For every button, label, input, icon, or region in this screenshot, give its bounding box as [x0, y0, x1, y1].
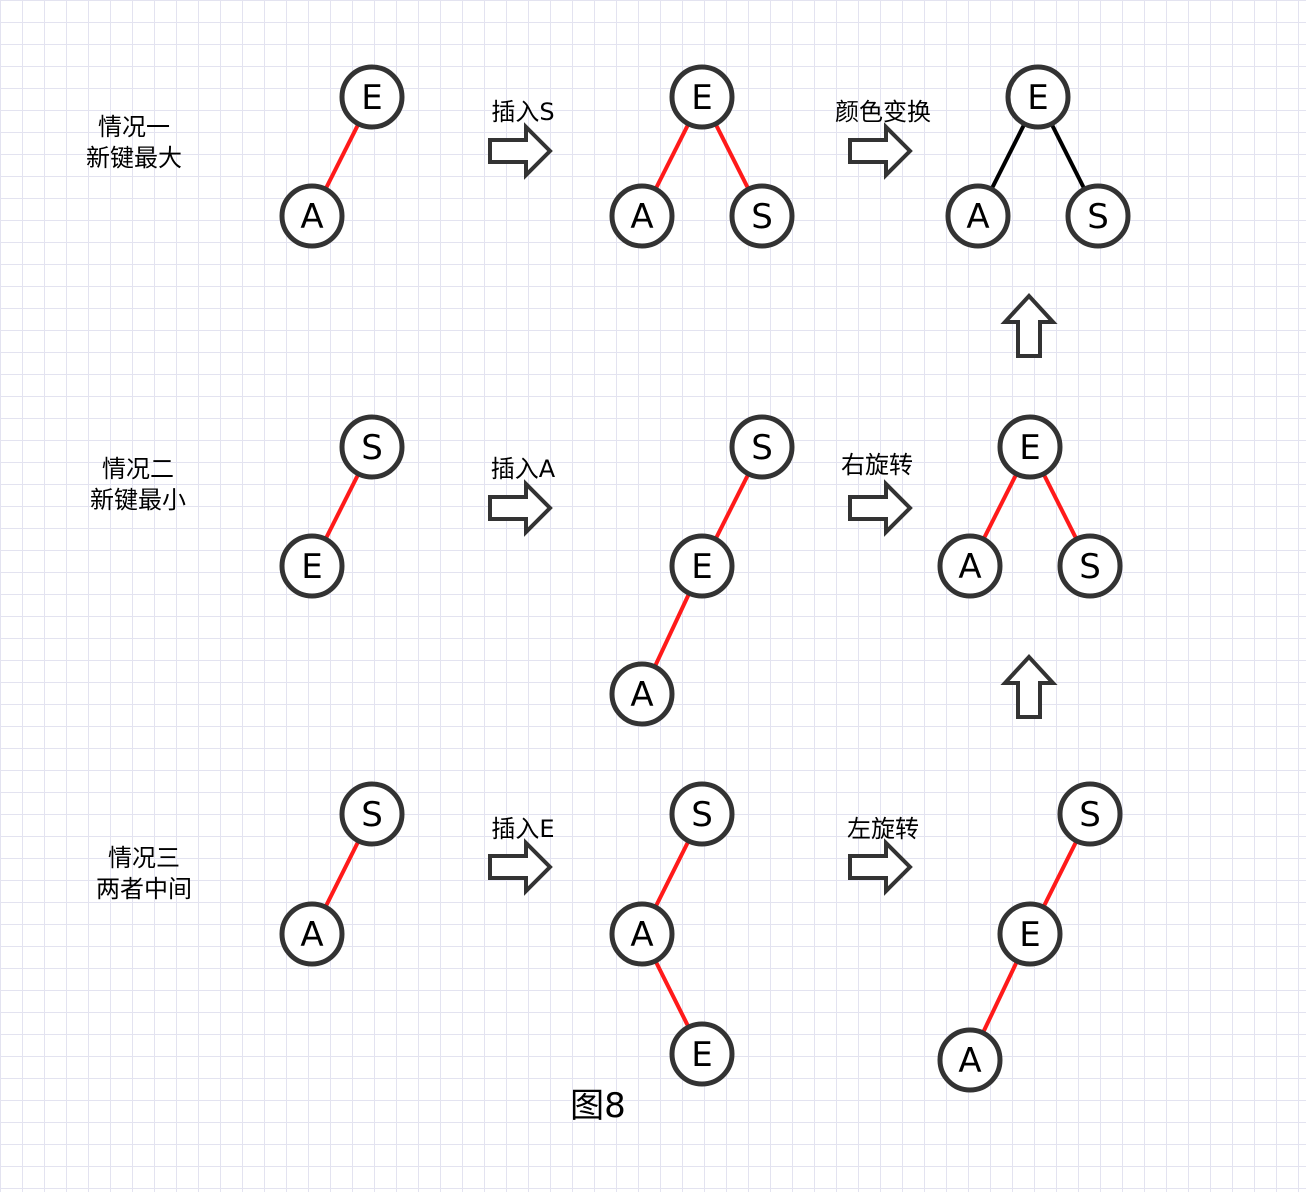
tree-node-s: S — [729, 414, 795, 480]
node-key: A — [300, 197, 323, 237]
case-label-2: 情况二 新键最小 — [90, 455, 186, 514]
case-label-1: 情况一 新键最大 — [86, 113, 182, 172]
case-label-1-line2: 新键最大 — [86, 144, 182, 172]
node-key: S — [751, 428, 773, 468]
tree-node-a: A — [937, 533, 1003, 599]
step-label-insert-a: 插入A — [491, 455, 556, 483]
node-key: S — [1087, 197, 1109, 237]
tree-node-s: S — [1065, 183, 1131, 249]
node-key: S — [1079, 547, 1101, 587]
step-label-insert-e: 插入E — [491, 815, 554, 843]
step-label-insert-s: 插入S — [491, 98, 554, 126]
node-key: E — [301, 547, 322, 587]
tree-node-s: S — [669, 781, 735, 847]
node-key: S — [751, 197, 773, 237]
tree-node-e: E — [669, 1021, 735, 1087]
node-key: E — [1027, 78, 1048, 118]
case-label-3: 情况三 两者中间 — [96, 844, 192, 903]
tree-node-a: A — [937, 1027, 1003, 1093]
tree-node-a: A — [609, 183, 675, 249]
right-arrow-icon — [848, 479, 913, 537]
tree-node-e: E — [339, 64, 405, 130]
step-label-rotate-right: 右旋转 — [841, 451, 913, 479]
tree-node-e: E — [997, 414, 1063, 480]
tree-node-s: S — [729, 183, 795, 249]
node-key: A — [966, 197, 989, 237]
case-label-3-line2: 两者中间 — [96, 875, 192, 903]
node-key: A — [630, 915, 653, 955]
tree-node-s: S — [1057, 533, 1123, 599]
tree-node-a: A — [945, 183, 1011, 249]
node-key: S — [691, 795, 713, 835]
tree-node-e: E — [669, 64, 735, 130]
node-key: S — [361, 795, 383, 835]
right-arrow-icon — [488, 122, 553, 180]
node-key: A — [300, 915, 323, 955]
node-key: E — [361, 78, 382, 118]
case-label-2-line1: 情况二 — [102, 455, 174, 483]
tree-node-a: A — [609, 661, 675, 727]
right-arrow-icon — [488, 838, 553, 896]
tree-node-s: S — [1057, 781, 1123, 847]
tree-node-e: E — [1005, 64, 1071, 130]
tree-node-a: A — [279, 901, 345, 967]
right-arrow-icon — [848, 838, 913, 896]
node-key: E — [1019, 428, 1040, 468]
step-label-color-flip: 颜色变换 — [835, 98, 931, 126]
node-key: A — [958, 547, 981, 587]
figure-caption: 图8 — [570, 1086, 626, 1126]
node-key: A — [958, 1041, 981, 1081]
tree-node-s: S — [339, 414, 405, 480]
node-key: E — [691, 78, 712, 118]
node-key: E — [691, 1035, 712, 1075]
node-key: E — [691, 547, 712, 587]
node-key: S — [1079, 795, 1101, 835]
up-arrow-icon — [1000, 654, 1058, 719]
node-key: S — [361, 428, 383, 468]
case-label-3-line1: 情况三 — [108, 844, 180, 872]
case-label-1-line1: 情况一 — [98, 113, 170, 141]
right-arrow-icon — [488, 479, 553, 537]
node-key: A — [630, 197, 653, 237]
step-label-rotate-left: 左旋转 — [847, 815, 919, 843]
node-key: A — [630, 675, 653, 715]
tree-node-e: E — [279, 533, 345, 599]
node-key: E — [1019, 915, 1040, 955]
up-arrow-icon — [1000, 293, 1058, 358]
case-label-2-line2: 新键最小 — [90, 486, 186, 514]
tree-node-e: E — [997, 901, 1063, 967]
right-arrow-icon — [848, 122, 913, 180]
tree-node-a: A — [279, 183, 345, 249]
tree-node-a: A — [609, 901, 675, 967]
tree-node-e: E — [669, 533, 735, 599]
tree-node-s: S — [339, 781, 405, 847]
